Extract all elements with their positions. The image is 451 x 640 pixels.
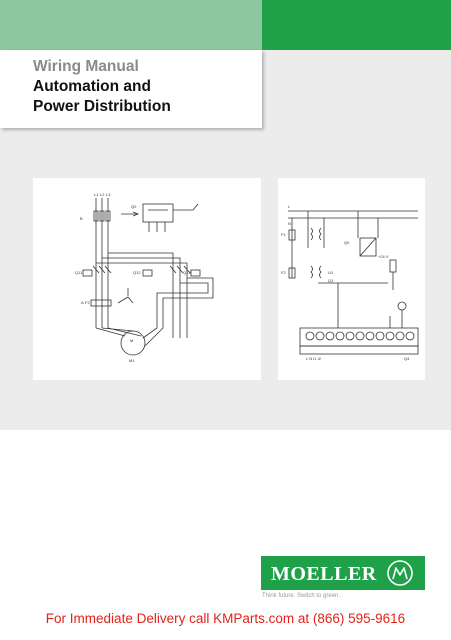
- top-band-light: [0, 0, 262, 50]
- label-q12: Q12: [133, 270, 141, 275]
- title-box: [0, 50, 262, 128]
- motor-circuit-labels: L1 L2 L3 Q0 B Q11 Q12 Q13 A F2 M M1: [75, 192, 191, 363]
- label-l1: L1: [94, 192, 99, 197]
- label-u1: U1: [328, 270, 334, 275]
- footer-promo-text: For Immediate Delivery call KMParts.com …: [45, 611, 406, 626]
- top-band-dark: [262, 0, 451, 50]
- control-relay-diagram: [288, 210, 419, 355]
- label-b: B: [80, 216, 83, 221]
- label-a: A: [81, 300, 84, 305]
- label-f2: F2: [85, 300, 90, 305]
- control-relay-labels: L N Q0 F1 F2 U1 Q1 +24 V L N I1 I2 Q4: [281, 204, 410, 361]
- label-n: N: [288, 221, 291, 226]
- label-inputs: L N I1 I2: [306, 356, 322, 361]
- cover-title-line-1: Automation and: [33, 78, 151, 95]
- label-q1: Q1: [328, 278, 334, 283]
- cover-title-line-2: Power Distribution: [33, 98, 171, 115]
- cover-subtitle: Wiring Manual: [33, 58, 139, 75]
- label-q11: Q11: [75, 270, 83, 275]
- moeller-emblem-icon: [387, 560, 413, 586]
- control-relay-panel: L N Q0 F1 F2 U1 Q1 +24 V L N I1 I2 Q4: [278, 178, 425, 380]
- moeller-logo: MOELLER: [261, 556, 425, 590]
- brand-tagline: Think future. Switch to green.: [262, 593, 341, 599]
- motor-circuit-panel: L1 L2 L3 Q0 B Q11 Q12 Q13 A F2 M M1: [33, 178, 261, 380]
- label-q13: Q13: [183, 270, 191, 275]
- label-l3: L3: [106, 192, 111, 197]
- label-m: M: [130, 338, 133, 343]
- label-q0-right: Q0: [344, 240, 350, 245]
- motor-circuit-diagram: [82, 198, 214, 356]
- label-l2: L2: [100, 192, 105, 197]
- label-l: L: [288, 204, 291, 209]
- label-f1: F1: [281, 232, 286, 237]
- label-f2-right: F2: [281, 270, 286, 275]
- label-q0: Q0: [131, 204, 137, 209]
- label-q4: Q4: [404, 356, 410, 361]
- label-m1: M1: [129, 358, 135, 363]
- label-24v: +24 V: [378, 254, 389, 259]
- brand-name: MOELLER: [271, 563, 377, 585]
